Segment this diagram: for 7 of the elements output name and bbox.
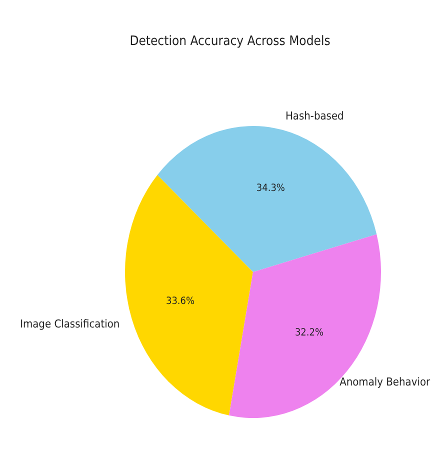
category-label: Image Classification [20,318,120,331]
chart-title: Detection Accuracy Across Models [130,34,330,49]
value-label: 34.3% [256,182,285,194]
value-label: 32.2% [294,328,324,339]
category-label: Hash-based [285,110,344,123]
category-label: Anomaly Behavior [340,375,430,388]
value-label: 33.6% [166,296,195,308]
